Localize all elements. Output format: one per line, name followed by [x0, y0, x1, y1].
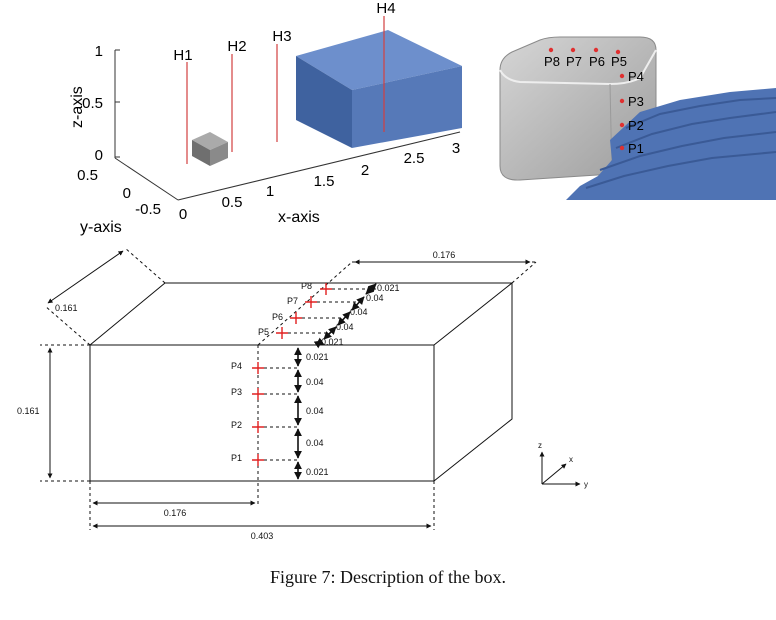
point-label: P6	[272, 312, 283, 322]
spacing-label: 0.04	[350, 307, 368, 317]
spacing-label: 0.04	[306, 438, 324, 448]
x-axis-line	[177, 131, 461, 201]
dim-label: 0.176	[433, 250, 456, 260]
dim-label: 0.161	[55, 303, 78, 313]
probe-label: H4	[376, 0, 395, 17]
box-side-face	[433, 283, 513, 482]
point-marker	[619, 73, 625, 79]
point-marker	[615, 49, 621, 55]
point-label: P5	[258, 327, 269, 337]
point-marker	[619, 145, 625, 151]
y-tick-label: 0	[123, 185, 131, 202]
box-render: P8 P7 P6 P5 P4 P3 P2 P1	[499, 36, 776, 200]
spacing-label: 0.04	[366, 293, 384, 303]
point-label: P1	[628, 141, 644, 156]
x-tick-label: 0.5	[222, 194, 243, 211]
point-marker	[619, 98, 625, 104]
point-label: P2	[231, 420, 242, 430]
y-tick-label: -0.5	[135, 201, 161, 218]
spacing-label: 0.04	[306, 406, 324, 416]
x-tick-label: 2.5	[404, 150, 425, 167]
axes-icon	[539, 451, 581, 487]
spacing-label: 0.021	[306, 467, 329, 477]
point-label: P8	[544, 54, 560, 69]
point-label: P6	[589, 54, 605, 69]
side-depth-dimension	[47, 250, 124, 304]
x-tick-label: 3	[452, 140, 460, 157]
point-label: P3	[231, 387, 242, 397]
blue-box	[296, 30, 462, 148]
schematic-labels: 0.176 0.161 0.161 0.176 0.403 P4 P3 P2 P…	[17, 250, 588, 541]
dashed-guides	[40, 247, 537, 530]
spacing-label: 0.04	[306, 377, 324, 387]
point-label: P7	[566, 54, 582, 69]
spacing-label: 0.021	[377, 283, 400, 293]
top-spacing-arrows	[313, 283, 377, 349]
point-marker	[570, 47, 576, 53]
y-axis-line	[114, 157, 179, 201]
point-label: P5	[611, 54, 627, 69]
y-axis-label: y-axis	[80, 219, 122, 236]
z-tick-label: 1	[95, 43, 103, 60]
x-tick-label: 0	[179, 206, 187, 223]
dim-label: 0.161	[17, 406, 40, 416]
box-schematic	[40, 247, 581, 530]
z-tick-label: 0.5	[82, 95, 103, 112]
point-label: P1	[231, 453, 242, 463]
obstacle-block	[192, 132, 228, 166]
x-axis-label: x-axis	[278, 209, 320, 226]
spacing-label: 0.021	[321, 337, 344, 347]
x-tick-label: 1	[266, 183, 274, 200]
probe-label: H3	[272, 28, 291, 45]
probe-label: H1	[173, 47, 192, 64]
point-label: P8	[301, 281, 312, 291]
spacing-label: 0.021	[306, 352, 329, 362]
point-label: P4	[628, 69, 644, 84]
box-top-face	[89, 282, 514, 346]
dim-label: 0.403	[251, 531, 274, 541]
probe-plot-3d: 1 0.5 0 z-axis 0.5 0 -0.5 y-axis 0 0.5 1…	[69, 0, 462, 236]
box-front-face	[89, 344, 435, 482]
axis-label: z	[538, 441, 542, 450]
z-axis-label: z-axis	[69, 86, 86, 128]
dim-label: 0.176	[164, 508, 187, 518]
water-surface	[566, 88, 776, 200]
point-marker	[619, 122, 625, 128]
point-label: P3	[628, 94, 644, 109]
point-marker	[548, 47, 554, 53]
x-tick-label: 1.5	[314, 173, 335, 190]
axis-label: x	[569, 455, 573, 464]
point-label: P7	[287, 296, 298, 306]
point-marker	[593, 47, 599, 53]
y-tick-label: 0.5	[77, 167, 98, 184]
probe-label: H2	[227, 38, 246, 55]
z-tick-label: 0	[95, 147, 103, 164]
water-ripples	[585, 97, 776, 189]
x-tick-label: 2	[361, 162, 369, 179]
point-label: P2	[628, 118, 644, 133]
axis-label: y	[584, 480, 588, 489]
point-label: P4	[231, 361, 242, 371]
spacing-label: 0.04	[336, 322, 354, 332]
measurement-markers	[252, 283, 332, 466]
figure-caption: Figure 7: Description of the box.	[270, 567, 506, 587]
